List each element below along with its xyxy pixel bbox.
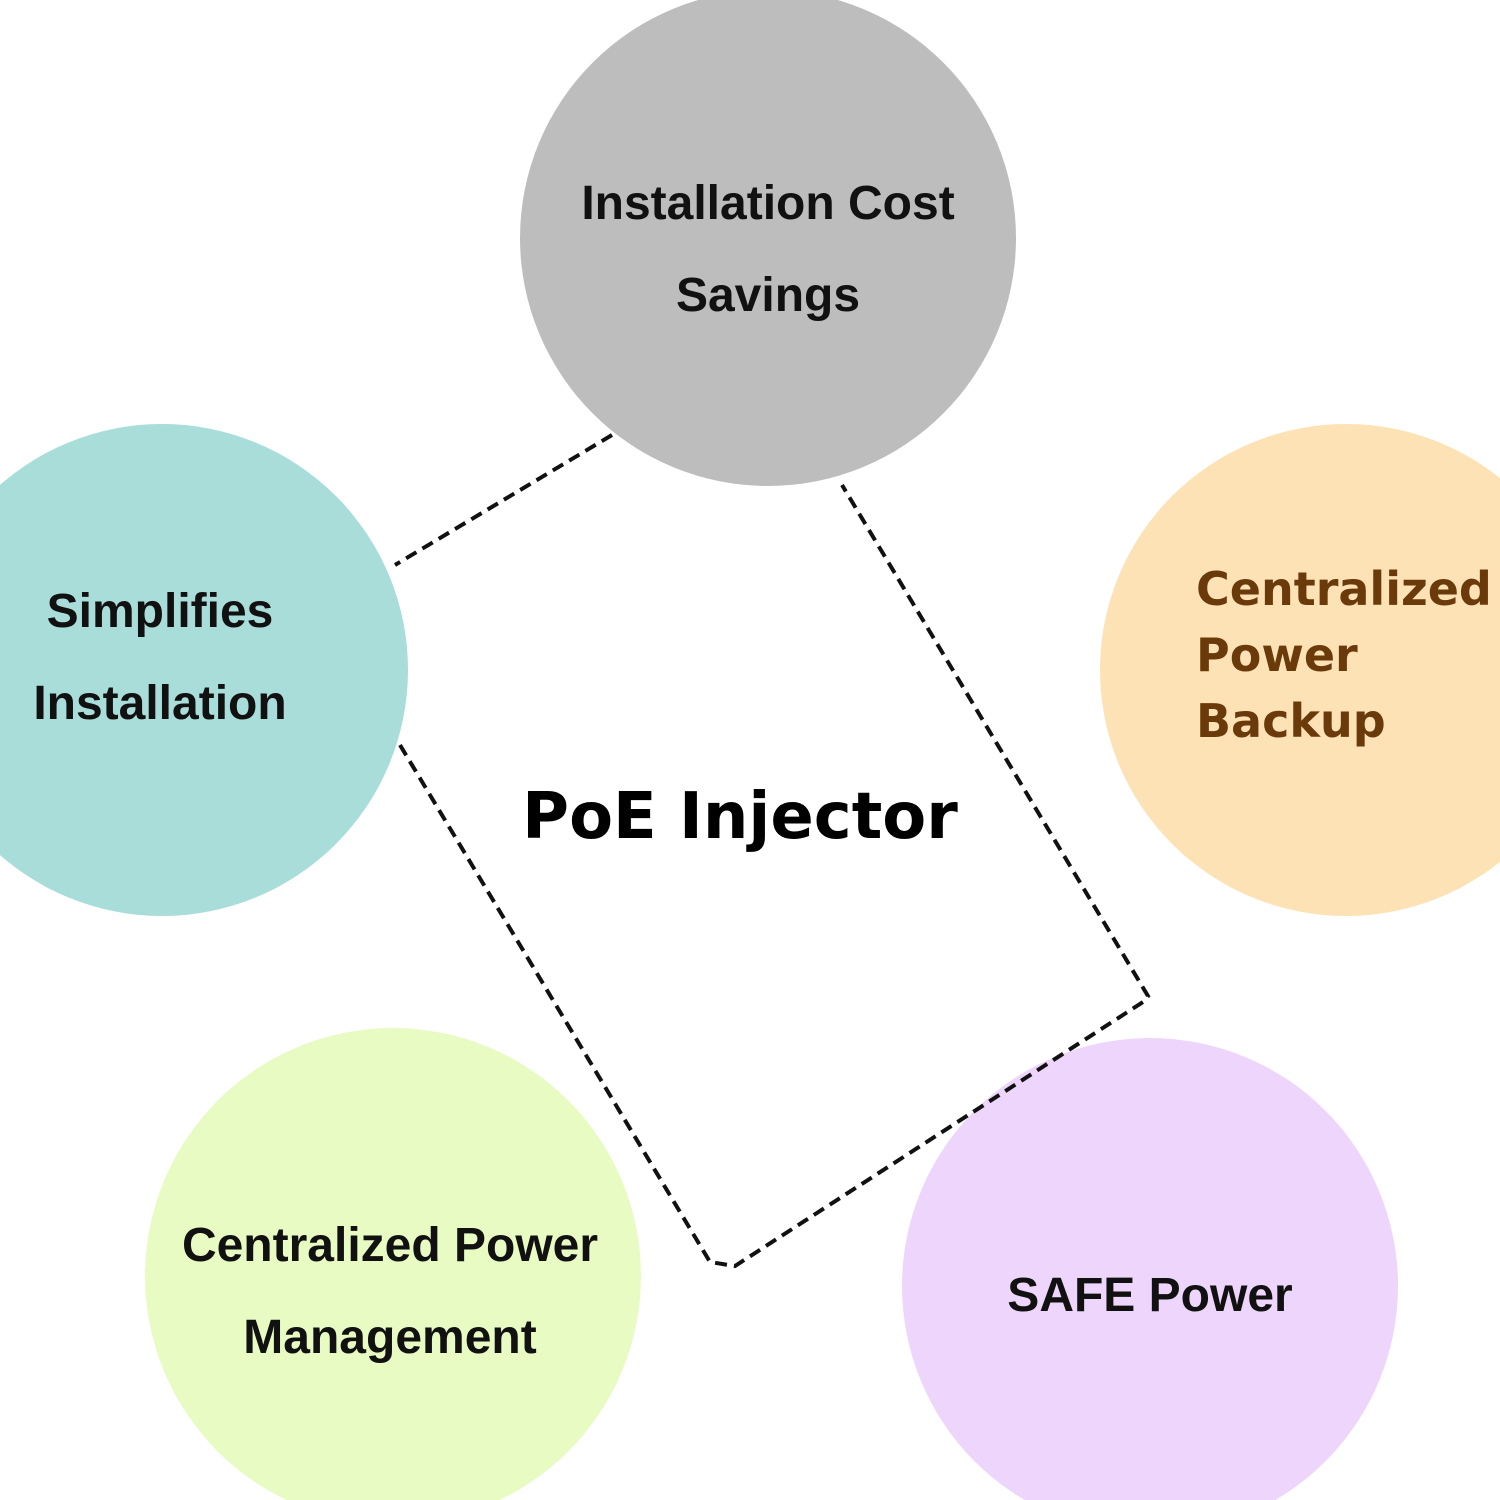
dashed-connector	[393, 433, 1151, 1269]
node-safe-power: SAFE Power	[900, 1250, 1400, 1342]
circle-simplifies-installation	[0, 424, 408, 916]
node-line: Simplifies	[46, 585, 274, 638]
node-line: Centralized Power	[181, 1219, 599, 1272]
node-installation-cost: Installation Cost Savings	[520, 158, 1016, 342]
node-line: Management	[243, 1311, 537, 1364]
circle-power-backup	[1100, 424, 1500, 916]
node-power-backup: Centralized Power Backup	[1196, 556, 1492, 754]
node-line: Savings	[675, 269, 861, 322]
node-line: Backup	[1196, 694, 1386, 748]
node-line: Installation Cost	[581, 177, 955, 230]
node-line: Centralized	[1196, 562, 1492, 616]
node-power-management: Centralized Power Management	[140, 1200, 640, 1384]
circle-power-management	[145, 1028, 641, 1500]
node-line: SAFE Power	[1007, 1269, 1293, 1322]
node-simplifies-installation: Simplifies Installation	[0, 566, 320, 750]
circle-installation-cost	[520, 0, 1016, 486]
circle-safe-power	[902, 1038, 1398, 1500]
node-line: Power	[1196, 628, 1358, 682]
center-label: PoE Injector	[522, 780, 958, 854]
node-line: Installation	[33, 677, 287, 730]
